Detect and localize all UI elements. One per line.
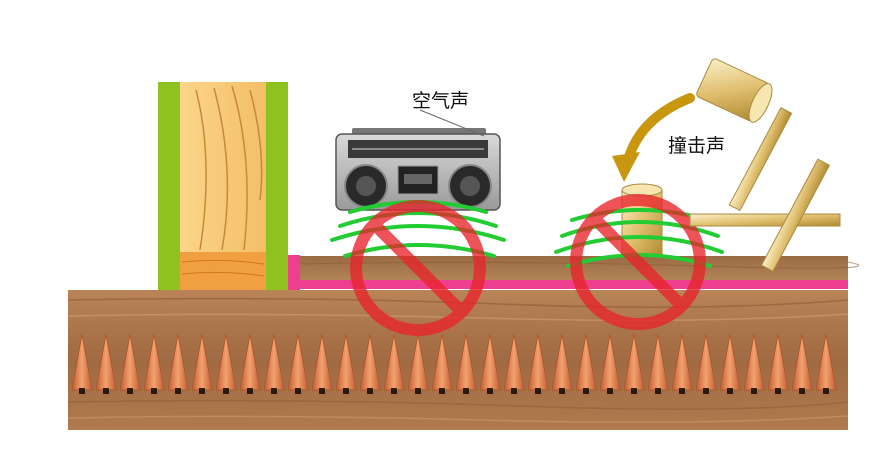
- spring-base: [775, 388, 781, 394]
- spring-base: [727, 388, 733, 394]
- spring-base: [487, 388, 493, 394]
- spring-base: [79, 388, 85, 394]
- spring-base: [343, 388, 349, 394]
- spring-base: [391, 388, 397, 394]
- spring-base: [127, 388, 133, 394]
- spring-base: [103, 388, 109, 394]
- spring-base: [271, 388, 277, 394]
- spring-base: [175, 388, 181, 394]
- spring-base: [415, 388, 421, 394]
- spring-base: [703, 388, 709, 394]
- spring-base: [463, 388, 469, 394]
- spring-base: [823, 388, 829, 394]
- spring-base: [151, 388, 157, 394]
- spring-base: [655, 388, 661, 394]
- wall-panel: [158, 82, 288, 290]
- spring-base: [559, 388, 565, 394]
- boombox-radio-icon: [336, 128, 500, 210]
- spring-base: [631, 388, 637, 394]
- spring-base: [511, 388, 517, 394]
- impact-sound-label: 撞击声: [668, 131, 725, 158]
- spring-base: [799, 388, 805, 394]
- spring-base: [223, 388, 229, 394]
- spring-base: [751, 388, 757, 394]
- spring-base: [679, 388, 685, 394]
- spring-base: [247, 388, 253, 394]
- spring-base: [319, 388, 325, 394]
- spring-base: [607, 388, 613, 394]
- spring-base: [367, 388, 373, 394]
- spring-base: [439, 388, 445, 394]
- spring-base: [535, 388, 541, 394]
- spring-base: [199, 388, 205, 394]
- airborne-sound-label: 空气声: [412, 86, 469, 113]
- spring-base: [295, 388, 301, 394]
- spring-base: [583, 388, 589, 394]
